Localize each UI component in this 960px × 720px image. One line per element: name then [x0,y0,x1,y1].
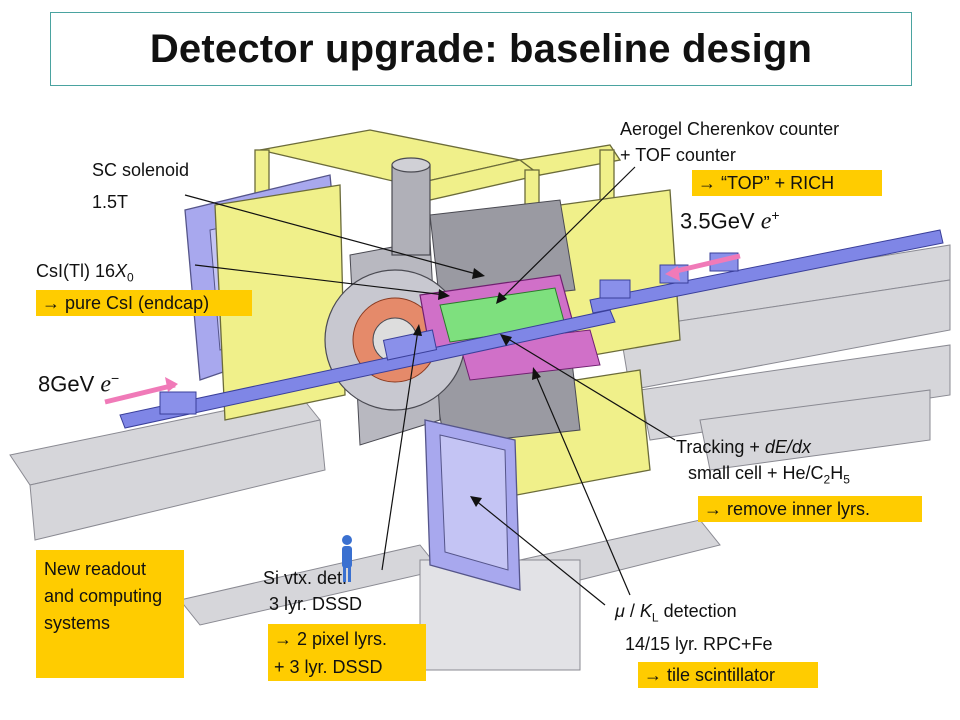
readout-box: New readout and computing systems [36,550,184,678]
label-si-line1: Si vtx. det. [263,568,348,588]
beam-electron-charge: − [111,370,120,386]
label-tracking-2b: 2 [823,472,831,487]
beam-pipe [119,229,944,429]
support-structure [9,244,951,671]
label-sc-solenoid-line1: SC solenoid [92,160,190,180]
label-sc-solenoid: SC solenoid 1.5T [92,157,189,215]
title-box: Detector upgrade: baseline design [50,12,912,86]
upgrade-pixel-line2: + 3 lyr. DSSD [274,657,383,677]
label-csi-base: CsI(Tl) 16 [36,261,116,281]
beam-electron-symbol: e [100,371,112,398]
page-title: Detector upgrade: baseline design [149,26,813,71]
cryostat-chimney [391,157,431,256]
label-klm-mu: μ [615,601,625,621]
label-klm-line2: 14/15 lyr. RPC+Fe [625,633,773,654]
label-klm-l: L [651,610,659,625]
label-klm: μ / KL detection 14/15 lyr. RPC+Fe [615,598,773,657]
beam-arrows [104,253,741,405]
beam-positron-label: 3.5GeV e+ [680,207,780,235]
label-si-line2: 3 lyr. DSSD [269,594,363,614]
upgrade-remove-inner: → remove inner lyrs. [698,496,922,522]
beam-electron-label: 8GeV e− [38,370,119,398]
leader-lines [184,166,676,606]
beam-positron-energy: 3.5GeV [680,208,755,234]
upgrade-pixel-line1: → 2 pixel lyrs. [274,629,388,649]
label-klm-sep: / [624,601,640,621]
label-tracking-1b: dE/dx [764,437,811,457]
label-tracking: Tracking + dE/dx small cell + He/C2H5 [676,434,850,493]
label-tracking-line1: Tracking + dE/dx [676,434,850,460]
label-tracking-1a: Tracking + [676,437,765,457]
label-csi: CsI(Tl) 16X0 [36,258,134,291]
label-klm-line1: μ / KL detection [615,598,773,631]
label-aerogel: Aerogel Cherenkov counter + TOF counter [620,116,839,168]
label-tracking-line2: small cell + He/C2H5 [676,460,850,493]
label-tracking-2c: H [830,463,844,483]
upgrade-tile: → tile scintillator [638,662,818,688]
label-aerogel-line1: Aerogel Cherenkov counter [620,119,840,139]
bottom-klm-endcap [424,419,521,591]
label-klm-detection: detection [658,601,737,621]
label-csi-sub: 0 [127,270,134,285]
beam-positron-charge: + [771,207,780,223]
upgrade-pure-csi: → pure CsI (endcap) [36,290,252,316]
beam-electron-energy: 8GeV [38,371,95,397]
label-sc-solenoid-line2: 1.5T [92,192,129,212]
person-figure [342,535,352,582]
beam-positron-symbol: e [760,208,772,235]
label-si-vtx: Si vtx. det. 3 lyr. DSSD [263,565,362,617]
label-tracking-2a: small cell + He/C [688,463,824,483]
upgrade-top-rich: → “TOP” + RICH [692,170,882,196]
label-tracking-2d: 5 [843,472,850,487]
label-klm-k: K [639,601,652,621]
label-csi-x: X [115,261,128,281]
upgrade-pixel: → 2 pixel lyrs. + 3 lyr. DSSD [268,624,426,681]
label-aerogel-line2: + TOF counter [620,145,736,165]
